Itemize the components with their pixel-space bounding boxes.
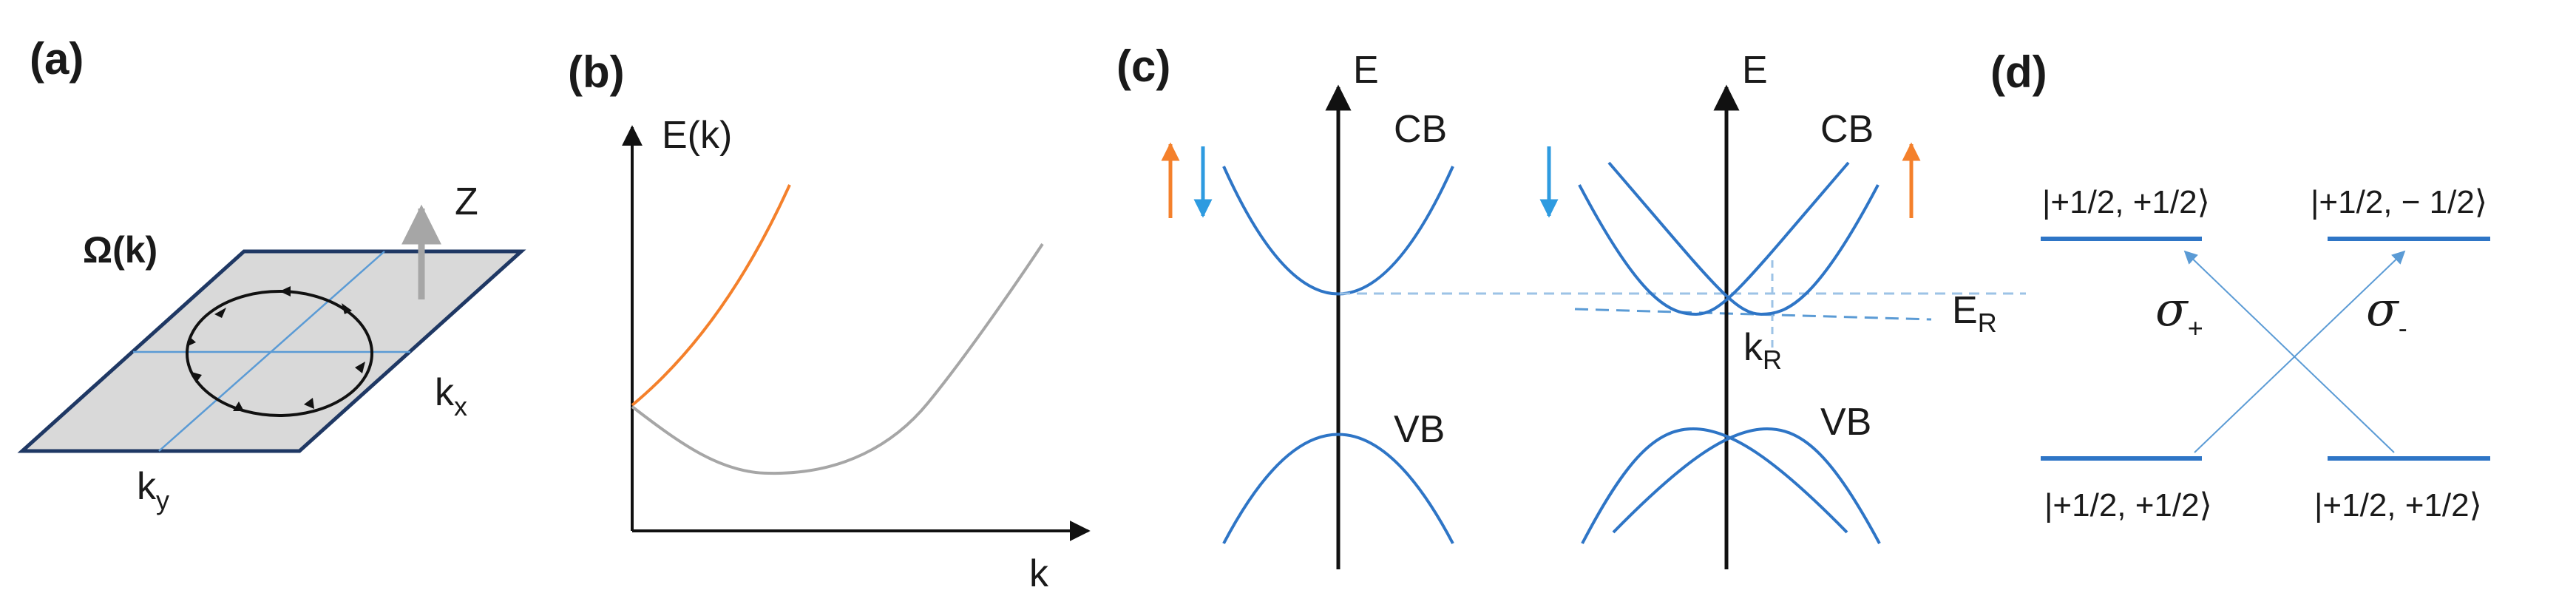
right-conduction-band-left bbox=[1578, 161, 1850, 316]
left-cb-label: CB bbox=[1394, 108, 1447, 151]
sigma-minus-transition bbox=[2183, 250, 2395, 453]
panel-c-label: (c) bbox=[1116, 41, 1170, 91]
right-valence-band-right bbox=[1612, 427, 1881, 544]
right-cb-label: CB bbox=[1820, 108, 1874, 151]
right-energy-axis-label: E bbox=[1742, 49, 1768, 92]
z-axis-label: Z bbox=[455, 180, 478, 223]
lower-left-state: |+1/2, +1/2⟩ bbox=[2044, 487, 2212, 523]
lower-right-state: |+1/2, +1/2⟩ bbox=[2314, 487, 2482, 523]
left-valence-band bbox=[1222, 433, 1454, 544]
panel-b: (b) E(k) k bbox=[568, 47, 1091, 595]
loop-arrowhead-icon bbox=[279, 286, 291, 296]
loop-arrowhead-icon bbox=[355, 362, 365, 373]
panel-b-label: (b) bbox=[568, 47, 625, 97]
left-energy-axis-label: E bbox=[1353, 49, 1379, 92]
sigma-minus-label: σ- bbox=[2366, 282, 2407, 343]
wide-dispersion-curve bbox=[631, 243, 1044, 475]
sigma-plus-transition bbox=[2194, 250, 2406, 453]
panel-d: (d) |+1/2, +1/2⟩ |+1/2, − 1/2⟩ |+1/2, +1… bbox=[1990, 47, 2490, 523]
loop-arrowhead-icon bbox=[342, 303, 352, 314]
right-vb-label: VB bbox=[1820, 401, 1871, 444]
kx-label: kx bbox=[435, 371, 467, 421]
kr-label: kR bbox=[1743, 326, 1782, 375]
loop-arrowhead-icon bbox=[304, 398, 314, 409]
panel-c: (c) E CB VB E CB VB ER kR bbox=[1116, 41, 2026, 569]
panel-a: (a) Z Ω(k) kx ky bbox=[17, 34, 526, 515]
steep-dispersion-curve bbox=[631, 184, 791, 407]
panel-a-label: (a) bbox=[30, 34, 84, 84]
loop-arrowhead-icon bbox=[186, 336, 196, 347]
ky-label: ky bbox=[137, 465, 169, 515]
upper-left-state: |+1/2, +1/2⟩ bbox=[2042, 184, 2210, 220]
panel-d-label: (d) bbox=[1990, 47, 2047, 97]
k-axis-label: k bbox=[1029, 552, 1049, 595]
upper-right-state: |+1/2, − 1/2⟩ bbox=[2311, 184, 2487, 220]
left-vb-label: VB bbox=[1394, 408, 1445, 451]
energy-axis-label: E(k) bbox=[662, 114, 732, 157]
loop-arrowheads bbox=[186, 286, 365, 411]
loop-arrowhead-icon bbox=[233, 401, 244, 411]
left-conduction-band bbox=[1222, 166, 1454, 296]
er-label: ER bbox=[1952, 289, 1997, 338]
right-valence-band-left bbox=[1581, 427, 1848, 544]
loop-arrowhead-icon bbox=[191, 372, 202, 383]
omega-label: Ω(k) bbox=[83, 229, 157, 271]
right-conduction-band-right bbox=[1607, 161, 1880, 316]
loop-arrowhead-icon bbox=[214, 308, 226, 318]
sigma-plus-label: σ+ bbox=[2155, 282, 2203, 343]
